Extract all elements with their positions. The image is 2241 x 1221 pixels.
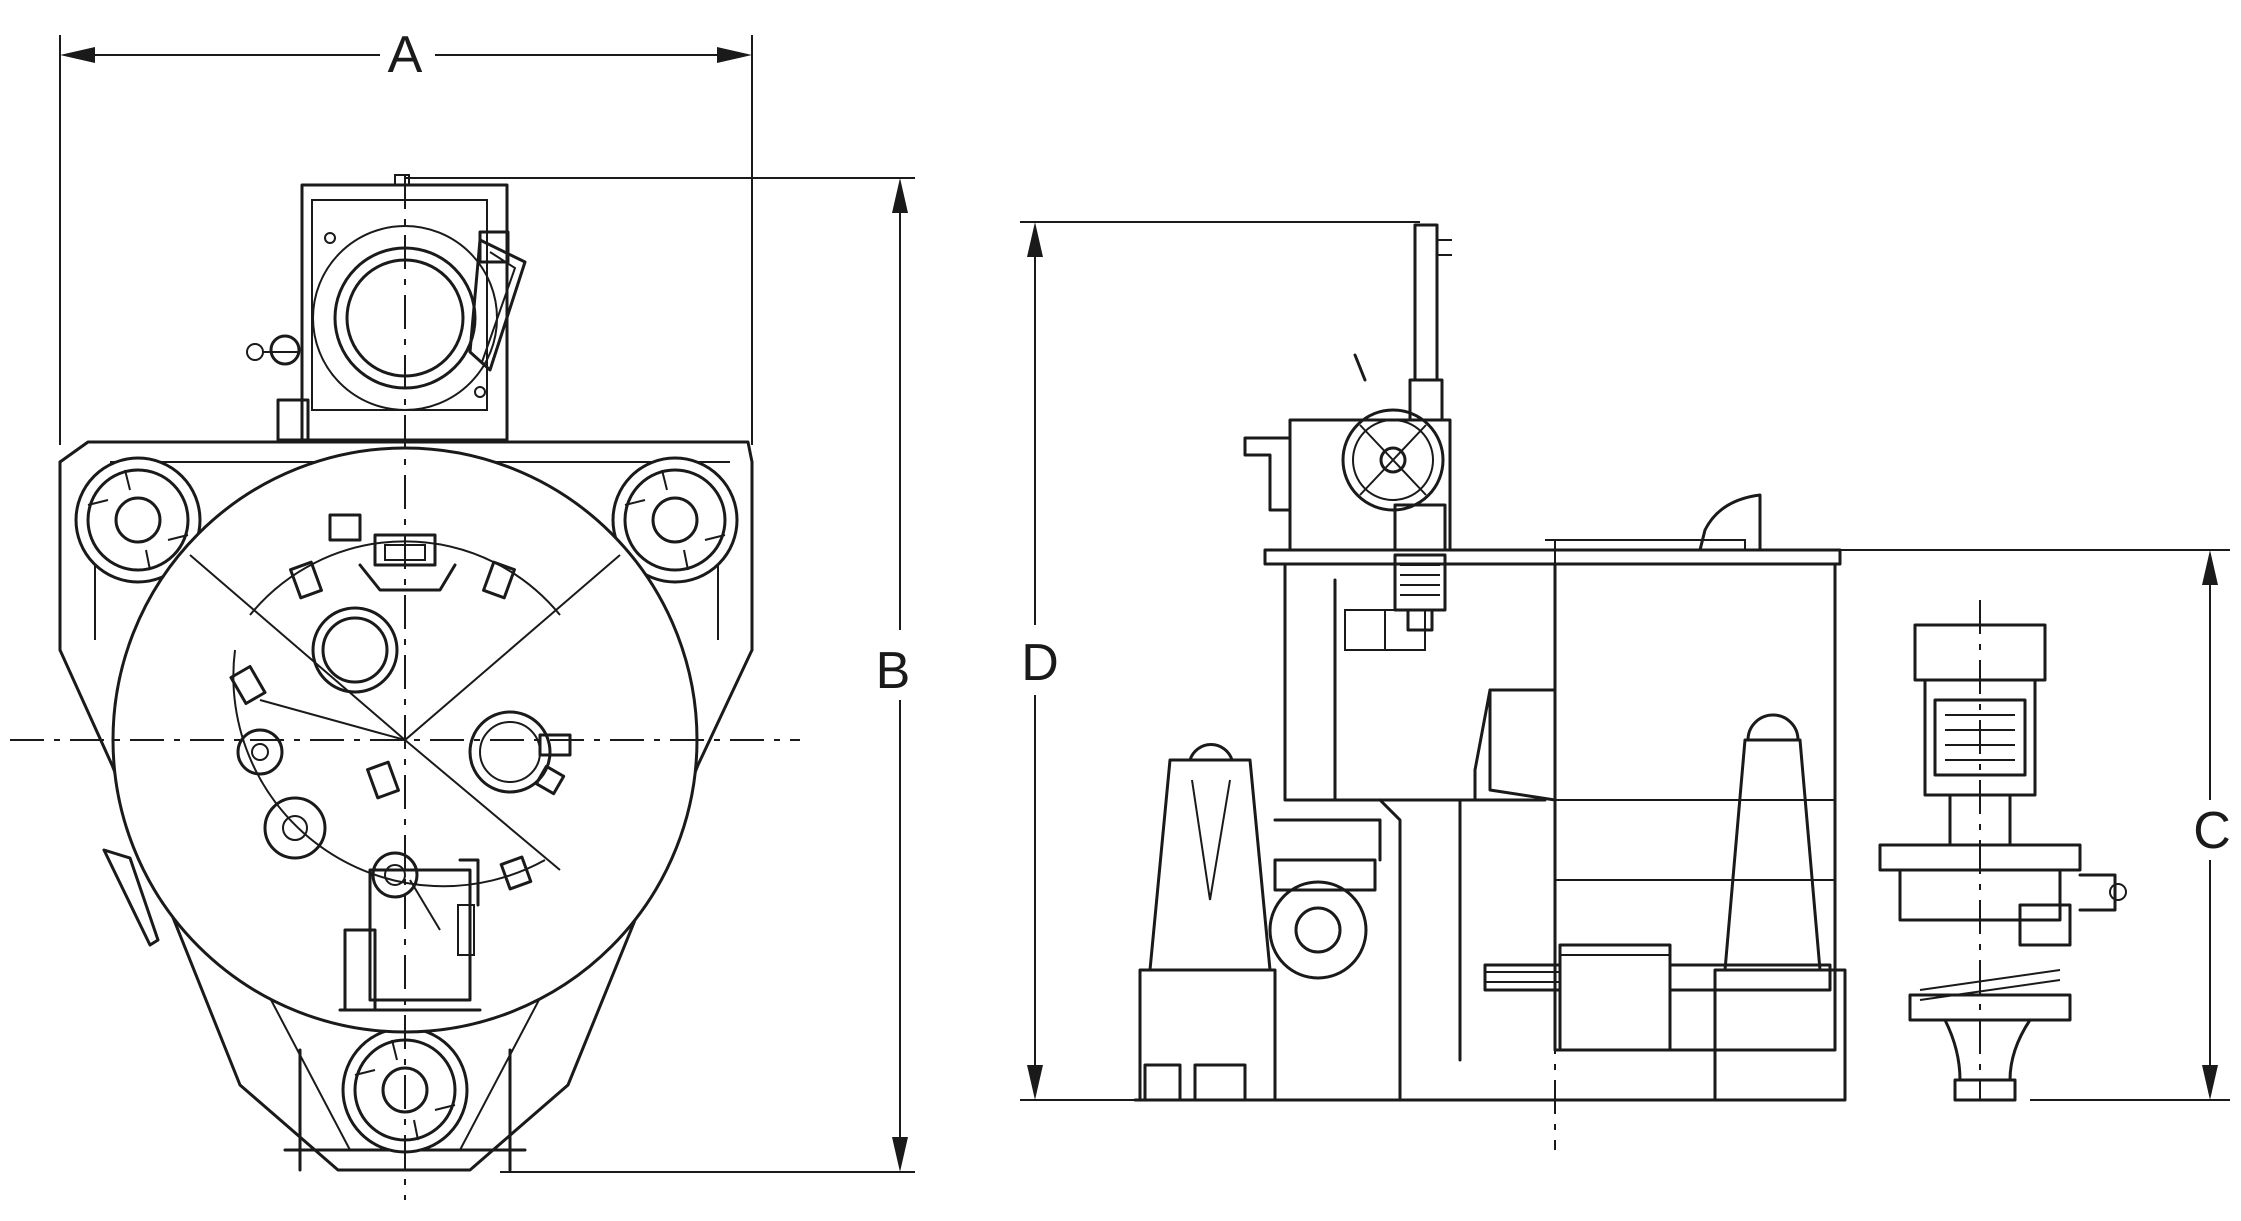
dimension-a-label: A: [388, 26, 423, 84]
dimension-d-label: D: [1021, 634, 1059, 692]
dimension-d: D: [1020, 221, 1420, 1101]
dimension-b-label: B: [876, 642, 911, 700]
side-view: [1133, 223, 2127, 1102]
dimension-c-label: C: [2193, 802, 2231, 860]
front-view-centerlines: [10, 175, 800, 1200]
dimension-a: A: [59, 26, 753, 445]
dimension-c: C: [1840, 549, 2231, 1101]
dimension-b: B: [405, 177, 915, 1173]
side-view-centerlines: [1554, 540, 1981, 1150]
